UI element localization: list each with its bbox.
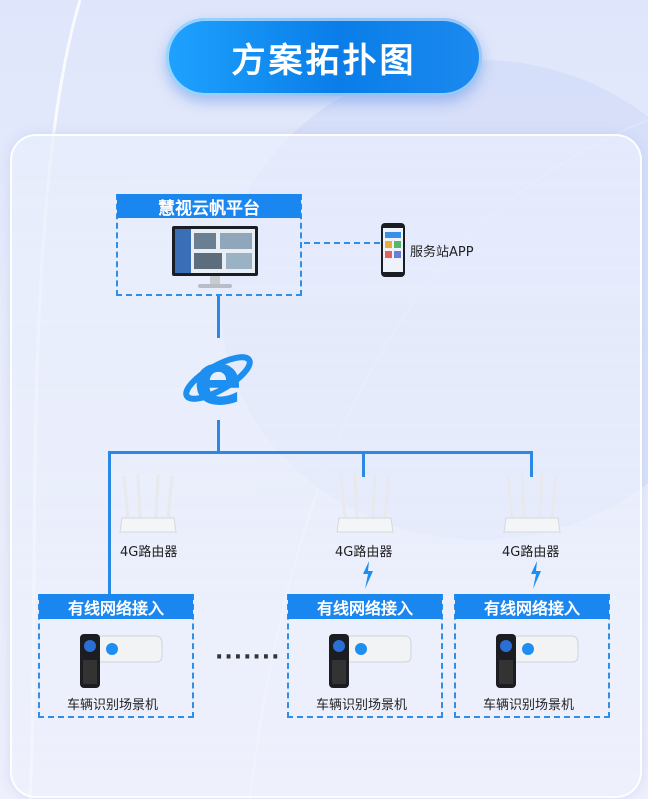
monitor-icon <box>172 226 258 288</box>
access-group-header: 有线网络接入 <box>39 594 193 619</box>
phone-icon <box>381 223 405 277</box>
page-title-banner: 方案拓扑图 <box>166 18 482 96</box>
internet-explorer-icon: e <box>183 337 253 420</box>
connector-line <box>217 296 220 338</box>
router-label: 4G路由器 <box>502 545 560 560</box>
router-icon <box>119 473 177 533</box>
connector-line <box>362 451 365 477</box>
camera-label: 车辆识别场景机 <box>67 698 159 713</box>
camera-label: 车辆识别场景机 <box>316 698 408 713</box>
router-icon <box>503 473 561 533</box>
camera-icon <box>496 634 579 688</box>
connector-line <box>217 420 220 452</box>
page-title: 方案拓扑图 <box>231 40 417 81</box>
access-group-header: 有线网络接入 <box>455 594 609 619</box>
router-icon <box>336 473 394 533</box>
app-link-line <box>304 242 380 244</box>
platform-label: 慧视云帆平台 <box>117 194 301 219</box>
signal-bolt-icon <box>363 561 373 589</box>
router-label: 4G路由器 <box>335 545 393 560</box>
camera-icon <box>80 634 163 688</box>
connector-line <box>530 451 533 477</box>
connector-line <box>108 451 111 594</box>
connector-line <box>108 451 533 454</box>
ellipsis-indicator: ······· <box>215 645 281 670</box>
access-group-header: 有线网络接入 <box>288 594 442 619</box>
camera-icon <box>329 634 412 688</box>
router-label: 4G路由器 <box>120 545 178 560</box>
svg-text:e: e <box>194 337 243 420</box>
topology-panel <box>10 134 642 798</box>
signal-bolt-icon <box>531 561 541 589</box>
camera-label: 车辆识别场景机 <box>483 698 575 713</box>
app-label: 服务站APP <box>410 245 474 260</box>
